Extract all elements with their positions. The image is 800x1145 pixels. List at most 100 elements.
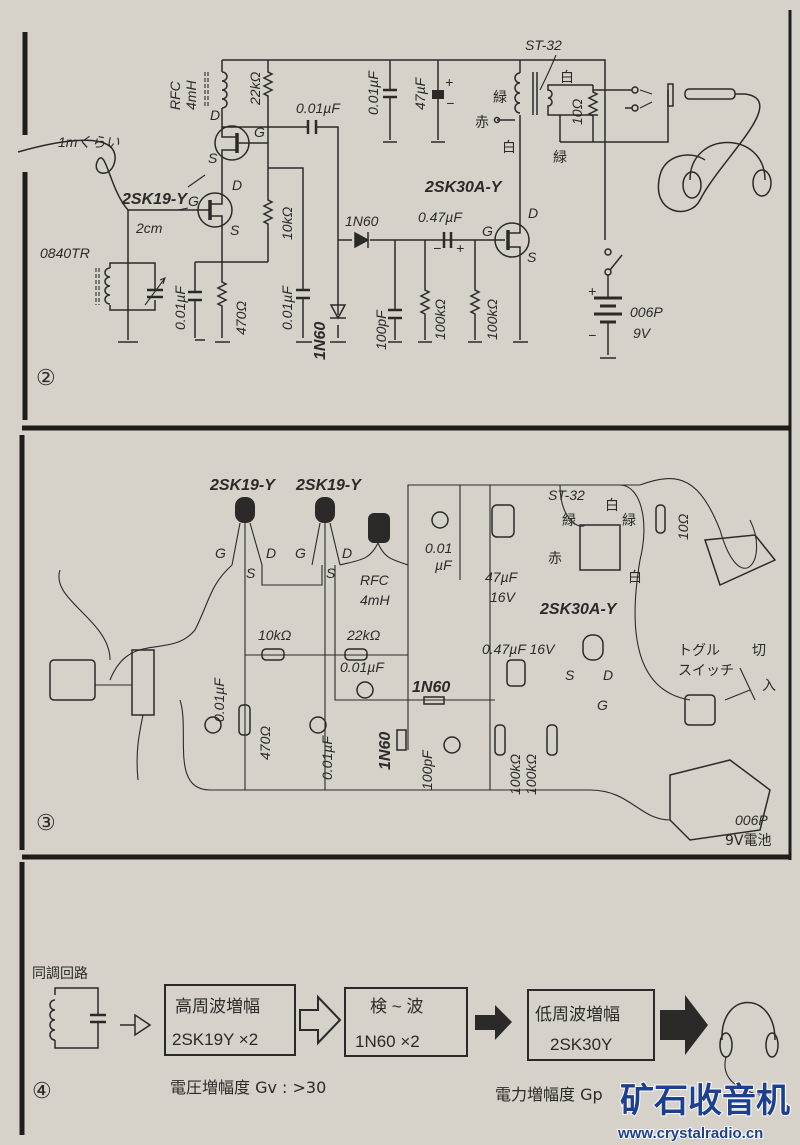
arrow-icon [120,1013,152,1037]
transformer-label: ST-32 [525,37,562,53]
tuning-capacitor-part [49,659,96,701]
cap-supply [431,511,449,529]
pin-g: G [295,545,306,561]
c-source-label: 0.01µF [211,677,227,722]
voltage-gain-label: 電圧増幅度 Gv : >30 [170,1078,326,1097]
electrolytic-cap [491,504,515,538]
toggle-switch-label: スイッチ [678,663,734,679]
c-100p-label: 100pF [373,309,389,350]
diode-series-label: 1N60 [345,213,379,229]
wire-red-label: 赤 [475,115,489,131]
diode-shunt [329,304,347,320]
pin-s: S [246,565,256,581]
toggle-switch-part [684,694,716,726]
pin-s: S [208,150,218,166]
ground-symbols [118,141,616,359]
block-part: 2SK19Y ×2 [172,1030,258,1049]
arrow-icon [475,1005,512,1040]
plus-sign: + [445,74,453,90]
battery-part [669,759,771,841]
gap-label: 2cm [135,220,163,236]
resistor-100k-b [546,724,558,756]
r10-label: 10Ω [569,98,585,125]
wiring [109,484,671,821]
battery-label: 006P [735,812,768,828]
c-gate-label: 0.01µF [279,285,295,330]
c-47-voltage: 16V [490,589,517,605]
tuning-circuit-icon [49,987,99,1049]
fet1-body [235,497,255,523]
cap-coupling [356,681,374,699]
resistor-100k-a [419,240,431,340]
watermark-title: 矿石收音机 [620,1082,790,1120]
r100k-b-label: 100kΩ [523,754,539,795]
r10-label: 10Ω [675,513,691,540]
battery-voltage: 9V [633,325,652,341]
pin-s: S [565,667,575,683]
resistor-22k [344,648,368,661]
r10k-label: 10kΩ [279,206,295,240]
wire-white-label: 白 [560,70,574,86]
wire-white-label: 白 [628,570,642,586]
transformer-secondary [547,84,598,116]
c-coupling-label: 0.01µF [296,100,341,116]
watermark-url: www.crystalradio.cn [617,1125,763,1142]
figure-2-schematic: RFC 4mH 22kΩ 10kΩ 0.01µF D G S 0.01µF D … [17,37,772,391]
fet1-label: 2SK19-Y [209,477,276,494]
figure-3-wiring: 2SK19-Y 2SK19-Y G D S G D S RFC 4mH 10kΩ… [36,477,777,849]
fet-af-label: 2SK30A-Y [424,179,503,196]
antenna-label: 1mくらい [58,134,119,150]
r100k-a-label: 100kΩ [507,754,523,795]
figure-3-number: ③ [36,811,56,836]
block-part: 2SK30Y [550,1035,612,1054]
c-047-label: 0.47µF 16V [482,641,556,657]
fet-af-body [582,634,604,661]
c-supply-unit: µF [435,557,453,573]
resistor-470 [238,704,251,736]
wire-green-label: 緑 [553,150,567,166]
minus-sign: − [433,240,441,256]
block-rf-amp [164,984,296,1056]
r22k-label: 22kΩ [346,627,381,643]
phone-jack [593,83,674,112]
headphones-icon [682,141,772,199]
c-gate-label: 0.01µF [319,735,335,780]
r470-label: 470Ω [257,726,273,760]
arrow-icon [660,995,708,1055]
transformer-label: ST-32 [548,487,585,503]
figure-2-number: ② [36,366,56,391]
tuning-coil [104,267,111,305]
headphones-icon [719,1001,779,1096]
arrow-icon [299,994,342,1046]
r100k-a-label: 100kΩ [432,299,448,340]
c-source-label: 0.01µF [172,285,188,330]
headphone-plug [657,88,761,213]
battery-label: 006P [630,304,663,320]
fet2-body [315,497,335,523]
diode-series [354,231,370,249]
rfc-part [368,513,390,543]
power-switch-symbol [604,248,623,355]
pin-g: G [482,223,493,239]
plus-sign: + [456,240,464,256]
minus-sign: − [446,95,454,111]
c-047-label: 0.47µF [418,209,463,225]
c-47-label: 47µF [412,76,428,110]
pin-g: G [188,193,199,209]
c-supply-label: 0.01µF [365,70,381,115]
fet-rf-label: 2SK19-Y [121,191,188,208]
r10k-label: 10kΩ [258,627,292,643]
resistor-22k [262,60,274,262]
pin-d: D [266,545,276,561]
r470-label: 470Ω [233,301,249,335]
wire-red-label: 赤 [548,551,562,567]
resistor-100k-b [469,240,481,340]
wire-green-label: 緑 [562,513,576,529]
c-100p-label: 100pF [419,749,435,790]
block-detector [344,987,468,1057]
pin-d: D [210,107,220,123]
electrolytic-cap [432,90,444,99]
pin-g: G [597,697,608,713]
c-47-label: 47µF [485,569,519,585]
block-title: 高周波増幅 [175,997,260,1016]
